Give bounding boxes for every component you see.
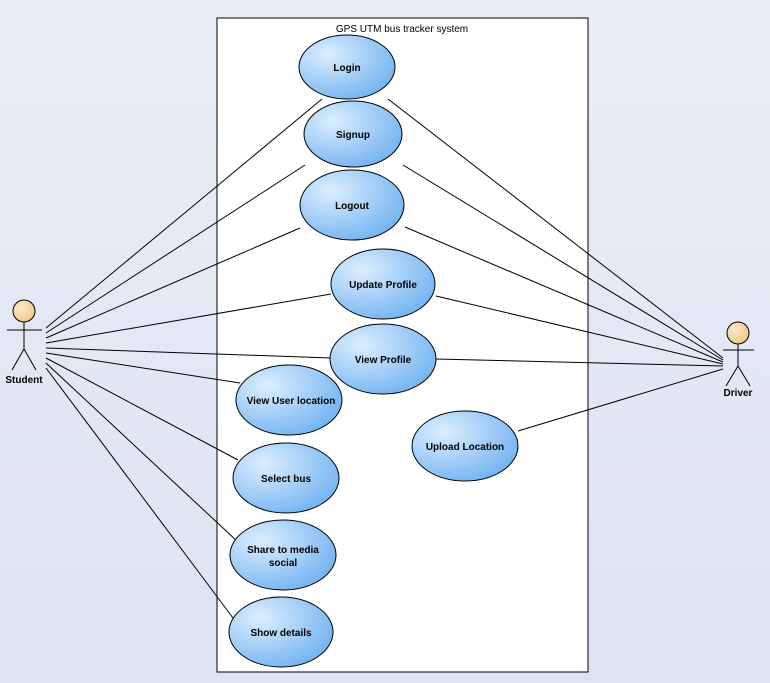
system-boundary-title: GPS UTM bus tracker system xyxy=(336,24,468,35)
actor-driver-label: Driver xyxy=(724,388,753,399)
student-head-icon xyxy=(12,299,36,323)
use-case-select-bus-label: Select bus xyxy=(261,474,311,485)
use-case-view-profile[interactable]: View Profile xyxy=(329,323,437,395)
association-driver-login xyxy=(387,98,724,359)
student-stick-figure-icon xyxy=(7,322,42,371)
use-case-signup-label: Signup xyxy=(336,130,370,141)
association-student-update-profile xyxy=(45,293,332,344)
use-case-view-user-location-label: View User location xyxy=(247,396,336,407)
association-driver-signup xyxy=(402,164,724,361)
use-case-select-bus[interactable]: Select bus xyxy=(232,442,340,514)
association-student-share-to-media-social xyxy=(45,362,239,543)
association-student-show-details xyxy=(45,367,237,623)
use-case-signup[interactable]: Signup xyxy=(303,100,403,168)
actor-student[interactable]: Student xyxy=(5,299,43,386)
use-case-upload-location[interactable]: Upload Location xyxy=(411,410,519,482)
use-case-show-details[interactable]: Show details xyxy=(228,596,334,668)
use-case-logout-label: Logout xyxy=(335,201,370,212)
association-student-signup xyxy=(45,164,306,334)
driver-head-icon xyxy=(726,321,750,345)
use-case-share-to-media-social-label-line2: social xyxy=(269,558,298,569)
actor-student-label: Student xyxy=(5,375,43,386)
use-case-login[interactable]: Login xyxy=(298,34,396,100)
association-driver-update-profile xyxy=(435,295,724,365)
use-case-upload-location-label: Upload Location xyxy=(426,442,504,453)
association-driver-logout xyxy=(404,226,724,363)
driver-associations xyxy=(387,98,724,432)
actor-driver[interactable]: Driver xyxy=(723,321,754,399)
use-case-share-to-media-social-label-line1: Share to media xyxy=(247,545,319,556)
use-case-update-profile-label: Update Profile xyxy=(349,280,417,291)
association-student-logout xyxy=(45,227,301,339)
association-driver-view-profile xyxy=(435,358,724,367)
association-driver-upload-location xyxy=(517,368,724,432)
use-case-login-label: Login xyxy=(333,63,360,74)
use-case-view-user-location[interactable]: View User location xyxy=(235,364,343,436)
association-student-select-bus xyxy=(45,357,239,461)
use-case-show-details-label: Show details xyxy=(250,628,312,639)
association-student-login xyxy=(45,98,323,329)
association-student-view-profile xyxy=(45,347,332,359)
use-case-share-to-media-social[interactable]: Share to media social xyxy=(229,519,337,591)
association-student-view-user-location xyxy=(45,352,241,384)
student-associations xyxy=(45,98,332,623)
use-case-update-profile[interactable]: Update Profile xyxy=(330,248,436,320)
use-case-view-profile-label: View Profile xyxy=(355,355,412,366)
driver-stick-figure-icon xyxy=(723,344,754,387)
use-case-logout[interactable]: Logout xyxy=(299,169,405,241)
